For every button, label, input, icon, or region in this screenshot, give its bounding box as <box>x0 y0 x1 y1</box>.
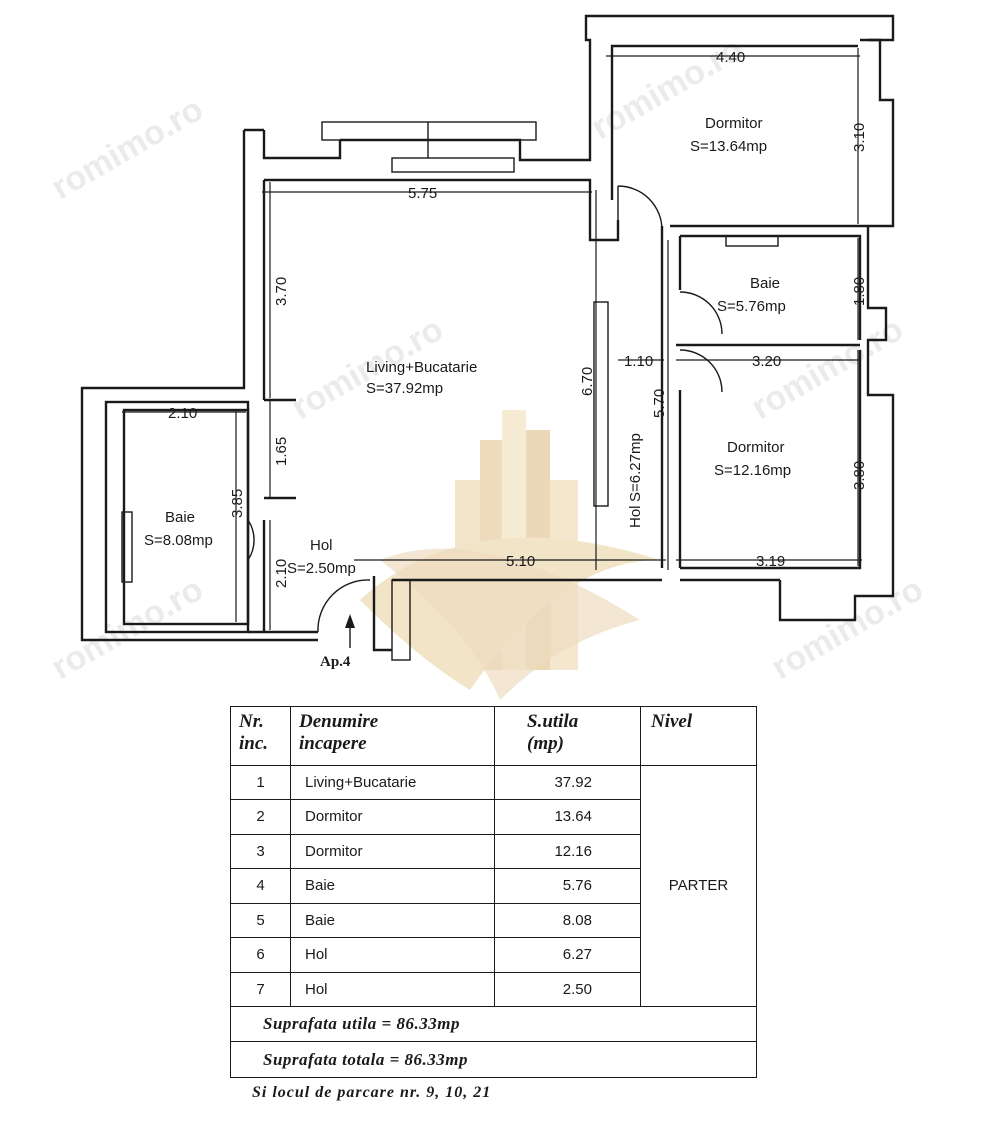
row-name: Baie <box>290 902 495 939</box>
arrow-up-icon <box>345 614 355 628</box>
row-name: Hol <box>290 937 495 973</box>
dim-label: 3.19 <box>756 553 785 570</box>
watermark-text: romimo.ro <box>765 570 930 687</box>
dim-label: 1.80 <box>851 277 868 306</box>
row-name: Dormitor <box>290 799 495 835</box>
total: Suprafata totala = 86.33mp <box>230 1041 757 1078</box>
dim-label: 3.70 <box>273 277 290 306</box>
dim-label: 2.10 <box>168 405 197 422</box>
row-nr: 7 <box>230 971 291 1007</box>
room-name-dormitor-2: Dormitor <box>727 439 785 456</box>
parking-note: Si locul de parcare nr. 9, 10, 21 <box>252 1084 492 1101</box>
row-name: Living+Bucatarie <box>290 764 495 801</box>
dim-label: 3.10 <box>851 123 868 152</box>
room-name-baie-2: Baie <box>165 509 195 526</box>
row-nr: 4 <box>230 868 291 904</box>
row-nr: 2 <box>230 799 291 835</box>
room-area-baie-2: S=8.08mp <box>144 532 213 549</box>
dim-label: 4.40 <box>716 49 745 66</box>
row-nr: 3 <box>230 833 291 870</box>
doors <box>247 185 723 633</box>
row-area: 13.64 <box>494 799 641 835</box>
dim-label: 1.65 <box>273 437 290 466</box>
room-name-hol-1: Hol <box>310 537 333 554</box>
level-cell: PARTER <box>640 764 757 1007</box>
table-row: 5 Baie 8.08 <box>230 902 757 939</box>
dim-label: 3.20 <box>752 353 781 370</box>
row-nr: 1 <box>230 764 291 801</box>
row-name: Hol <box>290 971 495 1007</box>
row-nr: 5 <box>230 902 291 939</box>
total-row: Suprafata totala = 86.33mp <box>230 1041 757 1078</box>
util-total-row: Suprafata utila = 86.33mp <box>230 1005 757 1043</box>
table-row: 1 Living+Bucatarie 37.92 PARTER <box>230 764 757 1007</box>
room-name-living: Living+Bucatarie <box>366 359 477 376</box>
room-area-living: S=37.92mp <box>366 380 443 397</box>
header-nr: Nr.inc. <box>230 706 291 766</box>
dim-label: 6.70 <box>579 367 596 396</box>
dim-label: 2.10 <box>273 559 290 588</box>
walls <box>80 14 895 661</box>
row-area: 37.92 <box>494 764 641 801</box>
dim-label: 5.10 <box>506 553 535 570</box>
table-row: 7 Hol 2.50 <box>230 971 757 1007</box>
dimension-labels: 4.40 3.10 5.75 3.70 1.80 3.20 1.10 6.70 … <box>168 49 868 588</box>
room-labels: Dormitor S=13.64mp Baie S=5.76mp Living+… <box>144 115 791 577</box>
row-area: 12.16 <box>494 833 641 870</box>
table-row: 3 Dormitor 12.16 <box>230 833 757 870</box>
table-row: 6 Hol 6.27 <box>230 937 757 973</box>
header-level: Nivel <box>640 706 757 766</box>
util-total: Suprafata utila = 86.33mp <box>230 1005 757 1043</box>
floor-plan: romimo.ro romimo.ro romimo.ro romimo.ro … <box>45 14 930 700</box>
header-area: S.utila(mp) <box>494 706 641 766</box>
apartment-label: Ap.4 <box>320 654 351 670</box>
dim-label: 3.85 <box>229 489 246 518</box>
row-name: Dormitor <box>290 833 495 870</box>
room-area-baie-1: S=5.76mp <box>717 298 786 315</box>
room-name-baie-1: Baie <box>750 275 780 292</box>
room-area-hol-2: S=6.27mp <box>627 433 644 502</box>
dim-label: 5.75 <box>408 185 437 202</box>
row-area: 5.76 <box>494 868 641 904</box>
row-name: Baie <box>290 868 495 904</box>
row-area: 2.50 <box>494 971 641 1007</box>
room-area-dormitor-1: S=13.64mp <box>690 138 767 155</box>
entrance-marker: Ap.4 <box>320 614 355 670</box>
watermark-text: romimo.ro <box>45 570 210 687</box>
room-name-dormitor-1: Dormitor <box>705 115 763 132</box>
watermark-text: romimo.ro <box>45 90 210 207</box>
row-area: 6.27 <box>494 937 641 973</box>
dimension-lines <box>122 48 862 630</box>
room-area-hol-1: S=2.50mp <box>287 560 356 577</box>
room-name-hol-2: Hol <box>627 505 644 528</box>
dim-label: 3.80 <box>851 461 868 490</box>
row-nr: 6 <box>230 937 291 973</box>
row-area: 8.08 <box>494 902 641 939</box>
dim-label: 5.70 <box>651 389 668 418</box>
logo-watermark <box>360 410 660 700</box>
room-area-dormitor-2: S=12.16mp <box>714 462 791 479</box>
dim-label: 1.10 <box>624 353 653 370</box>
